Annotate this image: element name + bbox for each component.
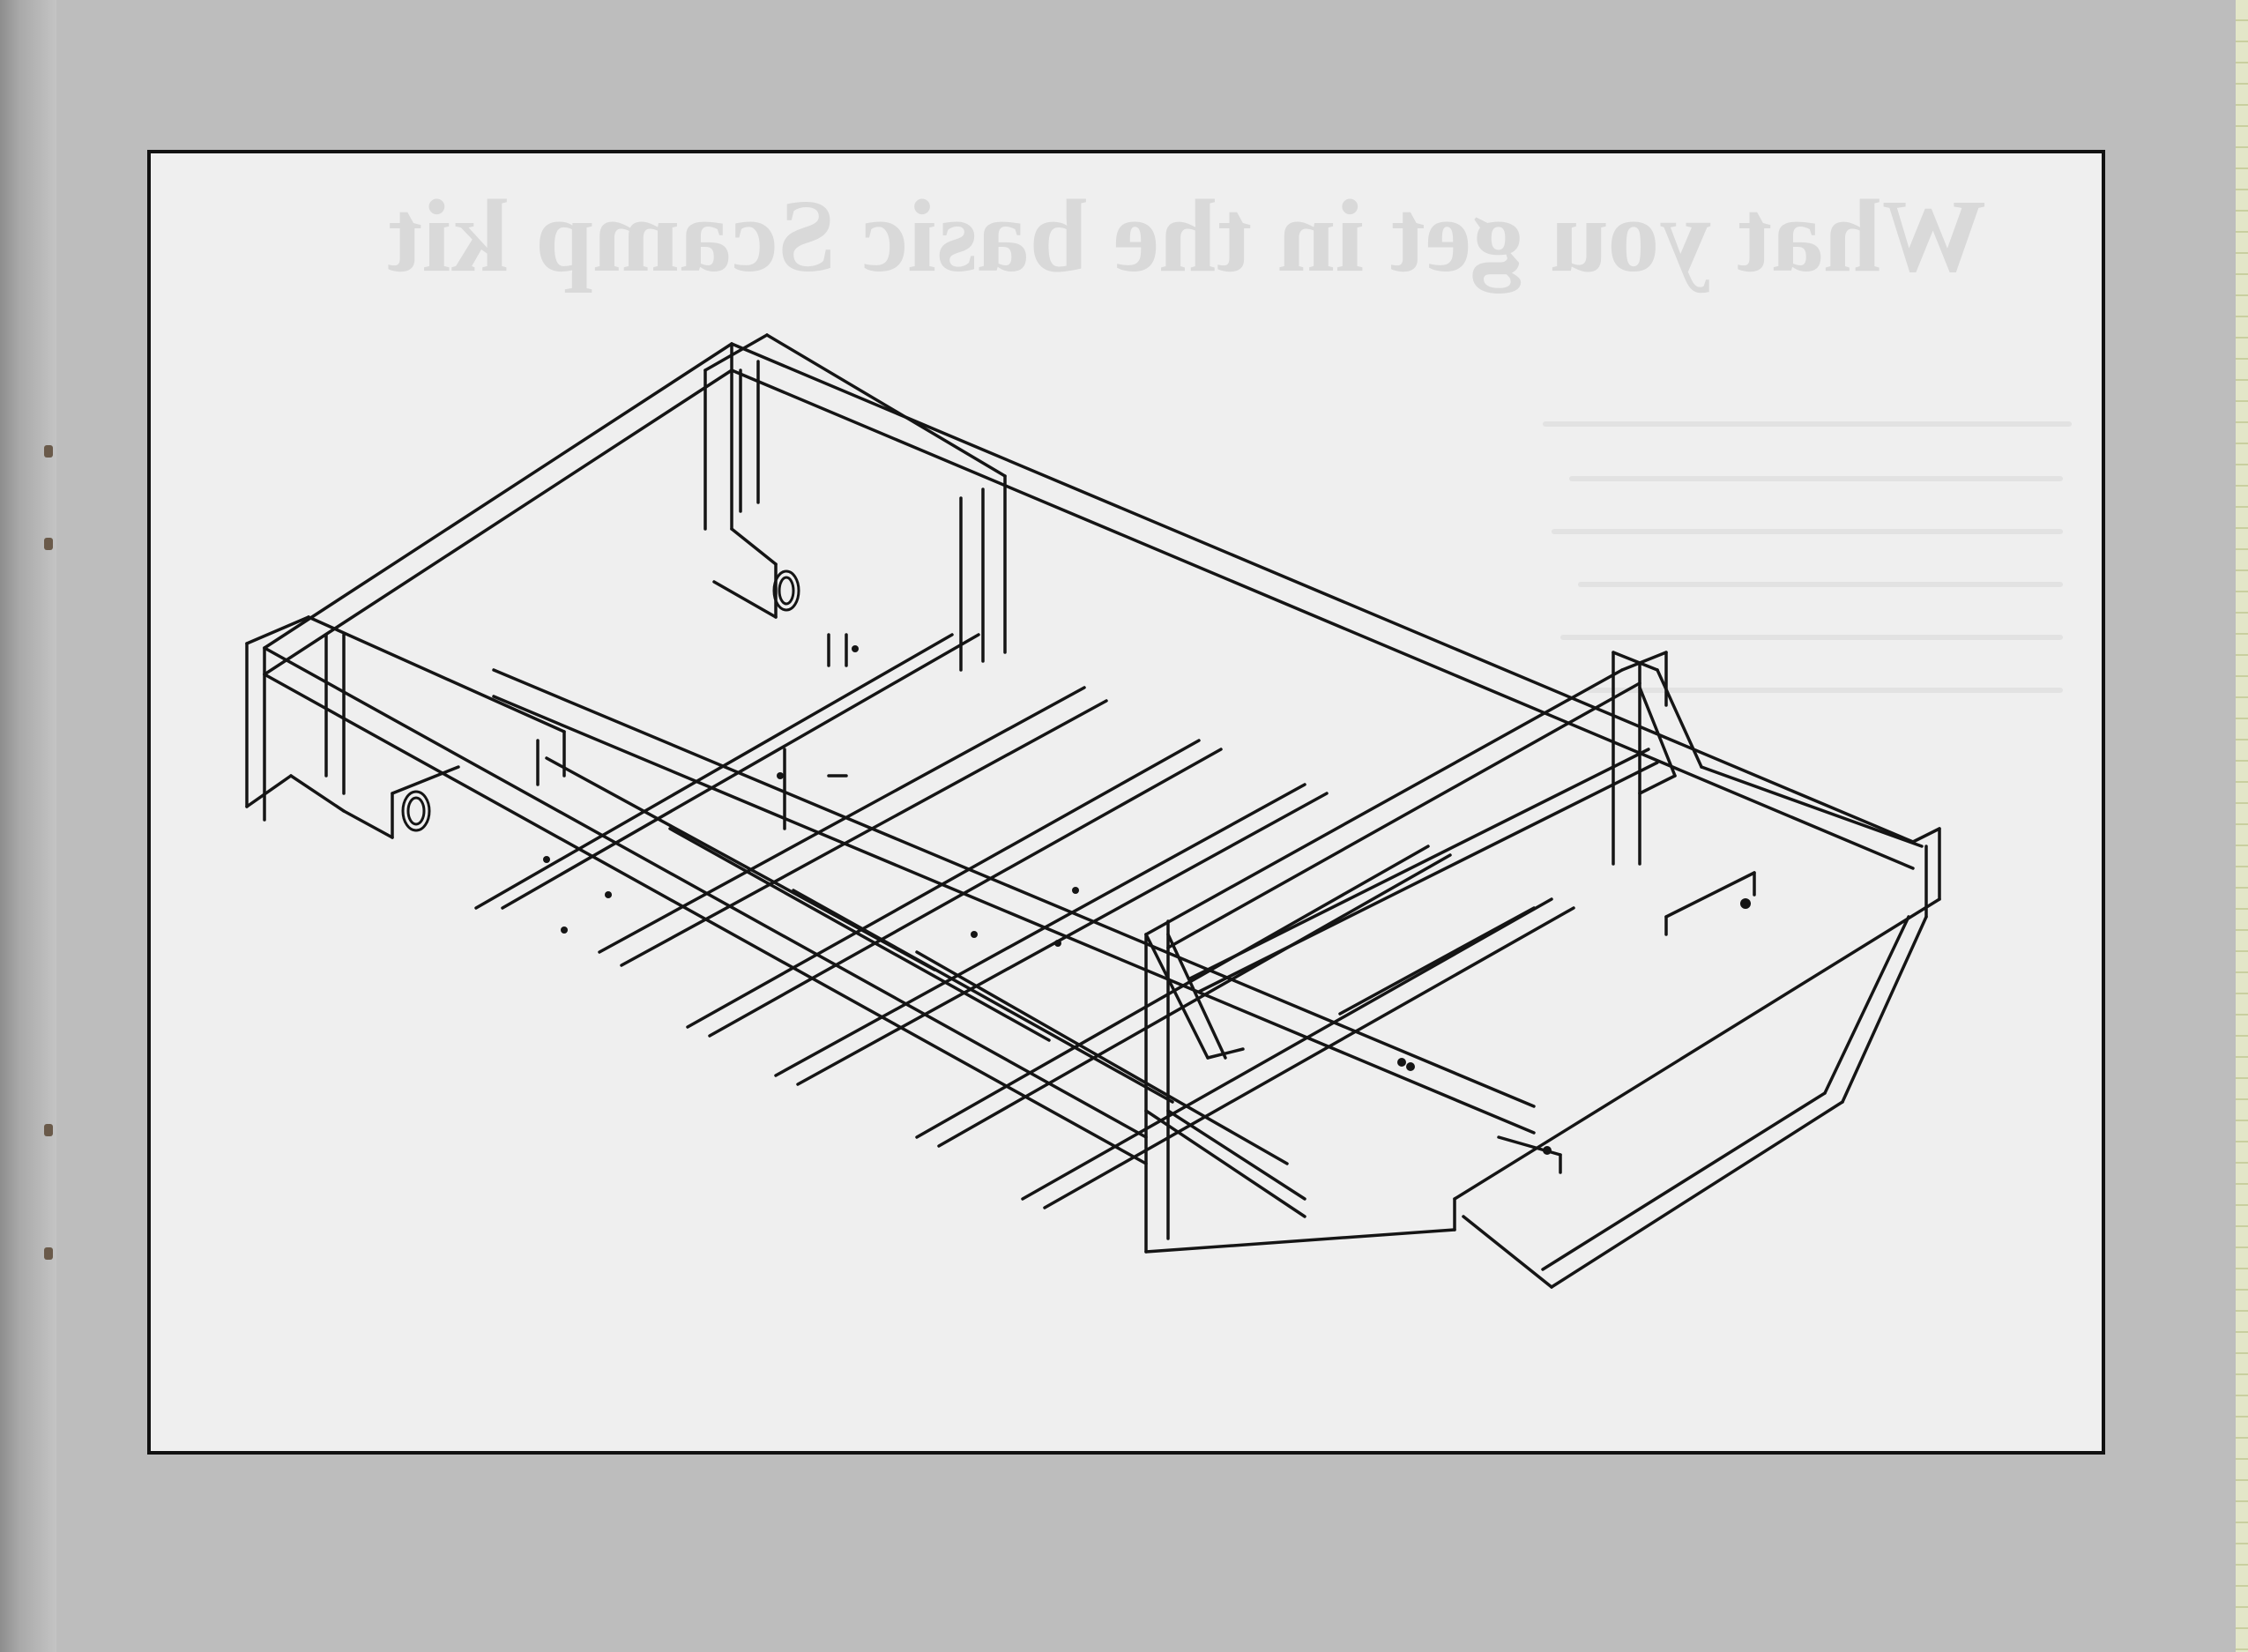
illustration-panel [147,150,2105,1455]
staple [44,538,53,550]
chassis-lines [245,333,1941,1289]
staple [44,1247,53,1260]
next-page-edge [2236,0,2248,1652]
bleed-through-text-line [1560,635,2063,640]
bleed-through-text-line [1578,582,2063,587]
bleed-through-text-line [1543,421,2072,427]
staple [44,1124,53,1136]
bleed-through-text-line [1552,529,2063,534]
bleed-through-text-line [1569,476,2063,481]
binding-gutter [0,0,56,1652]
staple [44,445,53,458]
bleed-through-text-line [1587,688,2063,693]
